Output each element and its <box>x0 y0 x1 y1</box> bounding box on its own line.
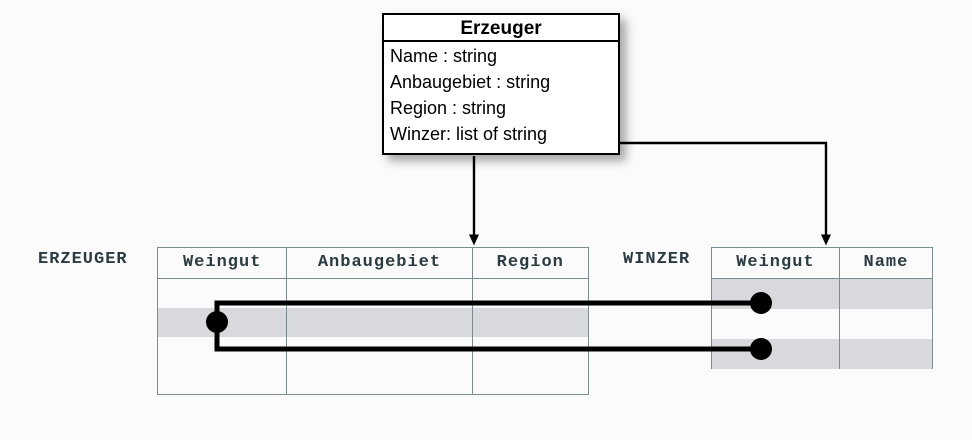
column-header-weingut: Weingut <box>158 248 288 278</box>
table-cell <box>712 339 840 369</box>
table-row <box>158 308 588 337</box>
table-cell <box>840 279 932 309</box>
table-cell <box>287 308 473 337</box>
table-body <box>157 279 589 395</box>
table-cell <box>473 337 588 366</box>
table-cell <box>473 308 588 337</box>
table-cell <box>287 337 473 366</box>
table-row <box>712 339 932 369</box>
relation-table-erzeuger: Weingut Anbaugebiet Region <box>157 247 589 395</box>
column-header-name: Name <box>863 253 909 272</box>
column-header-weingut: Weingut <box>712 248 840 278</box>
table-header-row: Weingut Name <box>711 247 933 279</box>
column-header-region: Region <box>496 253 564 272</box>
table-cell <box>287 279 473 308</box>
table-cell <box>158 337 287 366</box>
uml-attribute: Winzer: list of string <box>390 124 548 144</box>
uml-class-name: Erzeuger <box>384 15 618 42</box>
table-row <box>712 279 932 309</box>
relation-label-winzer: WINZER <box>623 250 691 269</box>
table-cell <box>840 309 932 339</box>
relation-table-winzer: Weingut Name <box>711 247 933 369</box>
table-cell <box>840 339 932 369</box>
uml-attribute: Anbaugebiet : string <box>390 72 551 92</box>
table-row <box>712 309 932 339</box>
table-cell <box>158 279 287 308</box>
table-row <box>158 366 588 395</box>
table-row <box>158 337 588 366</box>
uml-class-box: Erzeuger Name : string Anbaugebiet : str… <box>382 13 620 155</box>
table-cell <box>473 366 588 395</box>
table-cell <box>158 366 287 395</box>
table-cell <box>712 309 840 339</box>
uml-attribute: Name : string <box>390 46 498 66</box>
table-cell <box>158 308 287 337</box>
table-body <box>711 279 933 369</box>
column-header-anbaugebiet: Anbaugebiet <box>287 248 473 278</box>
uml-attribute: Region : string <box>390 98 507 118</box>
table-header-row: Weingut Anbaugebiet Region <box>157 247 589 279</box>
table-cell <box>473 279 588 308</box>
relation-label-erzeuger: ERZEUGER <box>38 250 128 269</box>
table-cell <box>287 366 473 395</box>
arrow-to-winzer-weingut <box>608 141 831 246</box>
uml-attribute-list: Name : string Anbaugebiet : string Regio… <box>384 42 618 147</box>
table-cell <box>712 279 840 309</box>
table-row <box>158 279 588 308</box>
